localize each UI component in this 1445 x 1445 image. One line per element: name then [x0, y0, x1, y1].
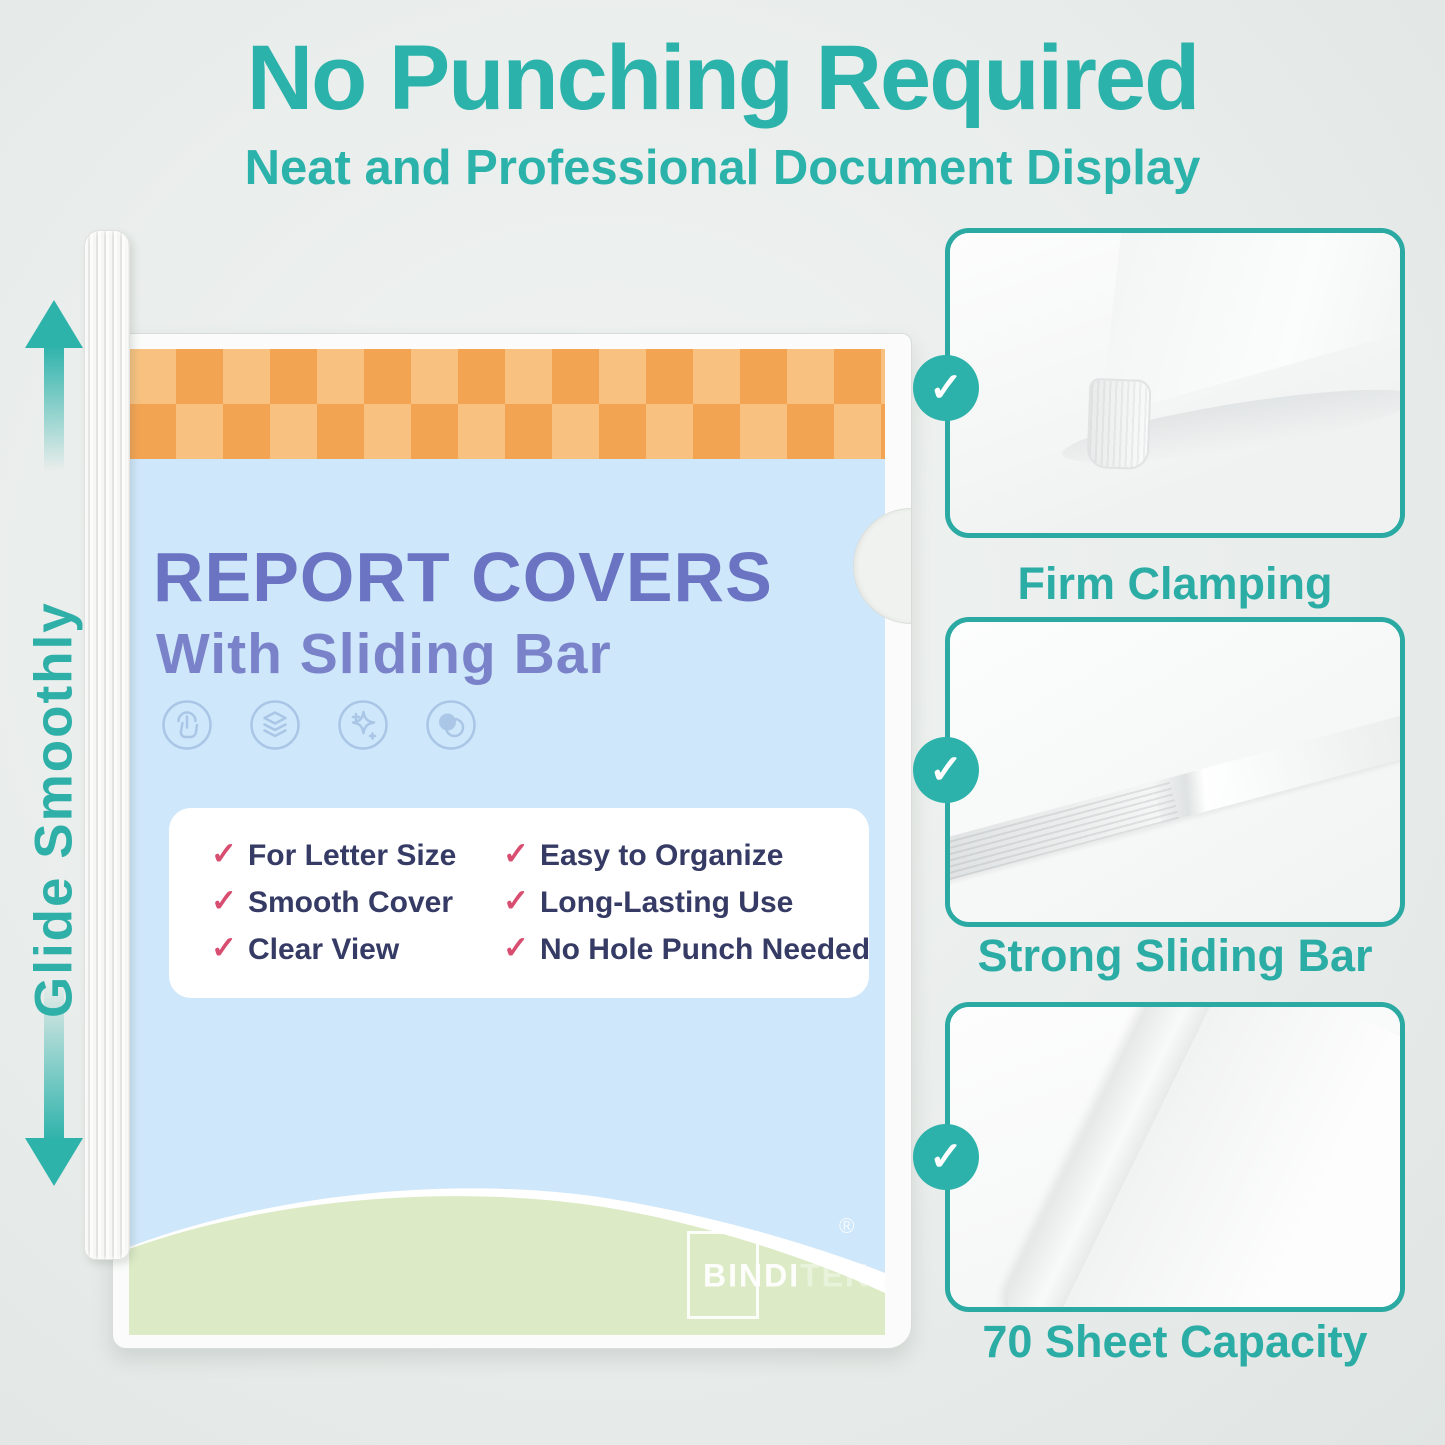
- report-cover: REPORT COVERS With Sliding Bar: [112, 333, 912, 1349]
- check-icon: ✓: [211, 835, 237, 871]
- feature-card-sliding-bar: [945, 617, 1405, 927]
- cover-subtitle: With Sliding Bar: [156, 622, 612, 686]
- checklist-item: ✓ No Hole Punch Needed: [503, 930, 871, 967]
- check-icon: ✓: [503, 882, 529, 918]
- checklist-item: ✓ Long-Lasting Use: [503, 882, 794, 919]
- sliding-bar-graphic: [84, 230, 130, 1260]
- feature-label: Strong Sliding Bar: [977, 930, 1373, 981]
- report-cover-front: REPORT COVERS With Sliding Bar: [129, 349, 885, 1335]
- overlap-circles-icon: [425, 699, 477, 751]
- feature-photo-bar: [950, 622, 1400, 922]
- wave-graphic: [129, 1188, 885, 1335]
- checklist-item: ✓ Smooth Cover: [211, 882, 454, 919]
- tap-icon: [161, 699, 213, 751]
- sparkle-icon: [337, 699, 389, 751]
- feature-card-capacity: [945, 1002, 1405, 1312]
- check-icon: ✓: [503, 930, 529, 966]
- registered-mark: ®: [839, 1215, 855, 1238]
- check-badge: ✓: [913, 1124, 979, 1190]
- brand-name-secondary: TEK: [800, 1257, 871, 1294]
- down-arrow-shaft: [44, 982, 64, 1140]
- check-icon: ✓: [503, 835, 529, 871]
- feature-photo-clamp: [950, 233, 1400, 533]
- brand-logo-frame: [687, 1231, 759, 1319]
- up-arrow-shaft: [44, 346, 64, 471]
- feature-label: 70 Sheet Capacity: [982, 1316, 1368, 1367]
- page-subtitle: Neat and Professional Document Display: [244, 141, 1201, 195]
- cover-icon-row: [161, 699, 477, 751]
- checklist-card: ✓ For Letter Size ✓ Smooth Cover ✓ Clear…: [169, 808, 871, 998]
- page-title: No Punching Required: [246, 27, 1201, 129]
- down-arrow-icon: [25, 1138, 83, 1186]
- checklist-item: ✓ For Letter Size: [211, 835, 457, 872]
- checker-band: [129, 349, 885, 459]
- checklist-item: ✓ Easy to Organize: [503, 835, 784, 872]
- up-arrow-icon: [25, 300, 83, 348]
- check-icon: ✓: [211, 882, 237, 918]
- brand-name-primary: BINDI: [703, 1257, 801, 1294]
- layers-icon: [249, 699, 301, 751]
- check-icon: ✓: [211, 930, 237, 966]
- checklist-item: ✓ Clear View: [211, 930, 400, 967]
- brand-logo: BINDITEK ®: [687, 1215, 885, 1321]
- feature-card-firm-clamping: [945, 228, 1405, 538]
- feature-label: Firm Clamping: [1017, 558, 1333, 609]
- check-badge: ✓: [913, 737, 979, 803]
- feature-photo-stack: [950, 1007, 1400, 1307]
- check-badge: ✓: [913, 355, 979, 421]
- cover-title: REPORT COVERS: [153, 538, 773, 616]
